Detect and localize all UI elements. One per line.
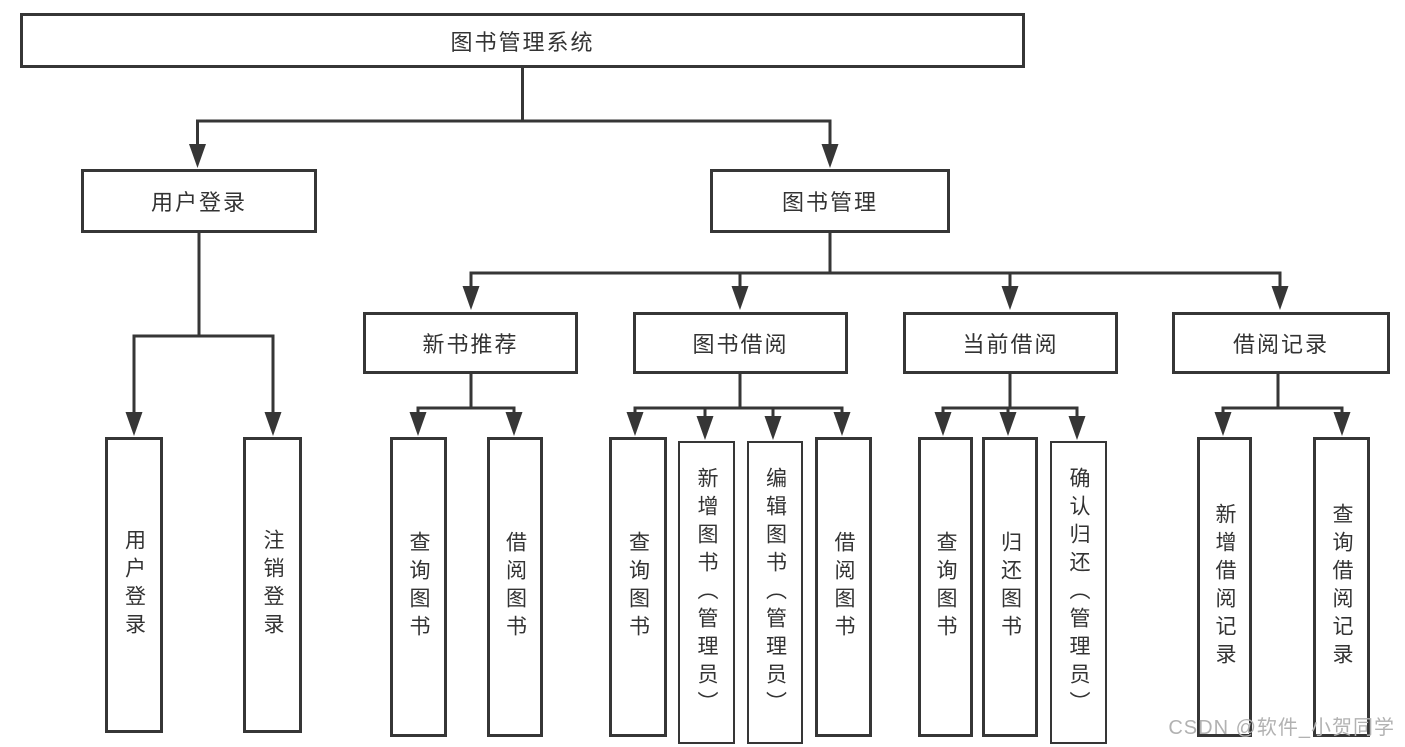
- node-label: 查询图书: [407, 531, 430, 643]
- node-label: 查询借阅记录: [1330, 503, 1353, 671]
- node-label: 新书推荐: [422, 332, 519, 357]
- arrowhead-icon: [833, 412, 851, 436]
- arrowhead-icon: [1214, 412, 1232, 436]
- arrowhead-icon: [505, 412, 523, 436]
- leaf-add-book-admin: 新增图书（管理员）: [678, 441, 735, 744]
- node-label: 编辑图书（管理员）: [763, 466, 787, 719]
- arrowhead-icon: [764, 416, 782, 440]
- leaf-query-book-rec: 查询图书: [390, 437, 447, 737]
- leaf-add-borrow-record: 新增借阅记录: [1197, 437, 1252, 737]
- borrow-record-connector: [1214, 374, 1351, 436]
- node-borrow-record: 借阅记录: [1172, 312, 1390, 374]
- node-label: 查询图书: [934, 531, 957, 643]
- leaf-query-current: 查询图书: [918, 437, 973, 737]
- node-label: 用户登录: [122, 529, 146, 641]
- arrowhead-icon: [409, 412, 427, 436]
- arrowhead-icon: [1068, 416, 1086, 440]
- node-book-borrow: 图书借阅: [633, 312, 848, 374]
- arrowhead-icon: [1001, 286, 1019, 310]
- arrowhead-icon: [999, 412, 1017, 436]
- node-book-mgmt: 图书管理: [710, 169, 950, 233]
- node-label: 查询图书: [626, 531, 650, 643]
- leaf-query-book: 查询图书: [609, 437, 667, 737]
- root-connector: [189, 66, 839, 168]
- node-label: 借阅记录: [1232, 332, 1329, 357]
- arrowhead-icon: [1333, 412, 1351, 436]
- leaf-edit-book-admin: 编辑图书（管理员）: [747, 441, 803, 744]
- arrowhead-icon: [696, 416, 714, 440]
- node-label: 图书借阅: [692, 332, 789, 357]
- arrowhead-icon: [462, 286, 480, 310]
- node-current-borrow: 当前借阅: [903, 312, 1118, 374]
- leaf-borrow-book-rec: 借阅图书: [487, 437, 543, 737]
- arrowhead-icon: [264, 412, 282, 436]
- arrowhead-icon: [189, 144, 206, 168]
- node-label: 用户登录: [150, 190, 247, 215]
- current-borrow-connector: [934, 374, 1086, 440]
- node-label: 借阅图书: [832, 531, 855, 643]
- leaf-user-login: 用户登录: [105, 437, 163, 733]
- node-label: 借阅图书: [503, 531, 527, 643]
- arrowhead-icon: [731, 286, 749, 310]
- node-user-login: 用户登录: [81, 169, 317, 233]
- arrowhead-icon: [821, 144, 839, 168]
- node-new-book-rec: 新书推荐: [363, 312, 578, 374]
- user-login-connector: [125, 233, 282, 436]
- node-label: 注销登录: [261, 529, 284, 641]
- book-mgmt-connector: [462, 233, 1289, 310]
- arrowhead-icon: [1271, 286, 1289, 310]
- node-label: 新增图书（管理员）: [695, 466, 718, 719]
- leaf-logout: 注销登录: [243, 437, 302, 733]
- arrowhead-icon: [934, 412, 952, 436]
- arrowhead-icon: [125, 412, 143, 436]
- leaf-query-borrow-record: 查询借阅记录: [1313, 437, 1370, 737]
- node-label: 新增借阅记录: [1213, 503, 1236, 671]
- leaf-return-book: 归还图书: [982, 437, 1038, 737]
- node-label: 图书管理系统: [450, 29, 595, 55]
- new-book-rec-connector: [409, 374, 523, 436]
- book-borrow-connector: [626, 374, 851, 440]
- node-label: 图书管理: [781, 190, 878, 215]
- node-label: 确认归还（管理员）: [1067, 466, 1090, 719]
- leaf-confirm-return-admin: 确认归还（管理员）: [1050, 441, 1107, 744]
- node-label: 当前借阅: [962, 332, 1059, 357]
- node-root-system: 图书管理系统: [20, 13, 1025, 68]
- leaf-borrow-book: 借阅图书: [815, 437, 872, 737]
- arrowhead-icon: [626, 412, 644, 436]
- node-label: 归还图书: [998, 531, 1022, 643]
